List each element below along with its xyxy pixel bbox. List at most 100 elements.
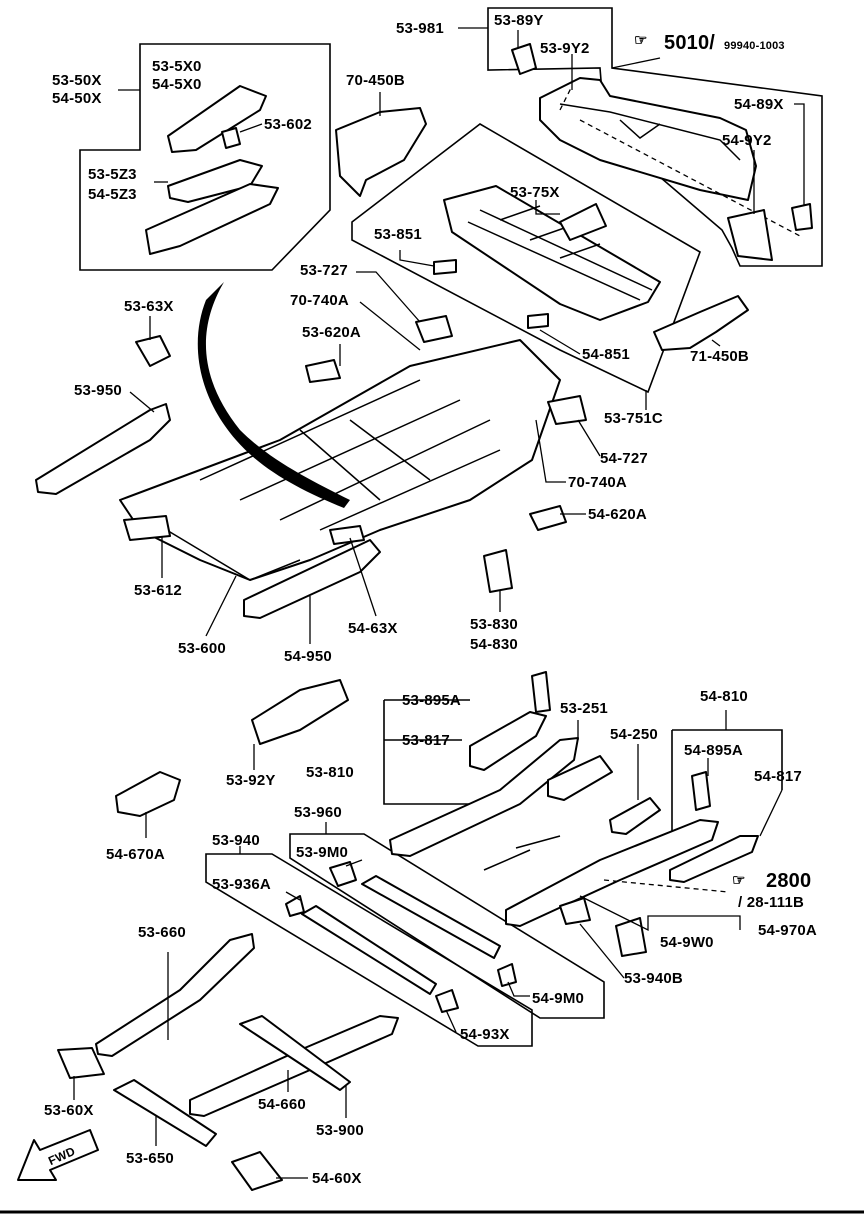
- leader-53-950: [129, 391, 155, 413]
- part-54-817: [669, 835, 759, 883]
- leader-53-602: [239, 123, 263, 133]
- label-53-5Z3: 53-5Z3: [88, 166, 137, 183]
- rail-54-810: [505, 819, 719, 927]
- part-53-650: [113, 1079, 217, 1147]
- leader-71-450B: [711, 339, 721, 347]
- part-53-940B: [559, 897, 591, 925]
- bracket-54-620A: [529, 505, 567, 531]
- bar-53-960: [361, 875, 501, 959]
- label-54-817: 54-817: [754, 768, 802, 785]
- label-54-970A: 54-970A: [758, 922, 817, 939]
- reference-5010: 5010/: [664, 32, 716, 54]
- rear-panel-detail-2: [619, 119, 661, 139]
- label-53-620A: 53-620A: [302, 324, 361, 341]
- label-53-89Y: 53-89Y: [494, 12, 544, 29]
- label-53-751C: 53-751C: [604, 410, 663, 427]
- label-53-817: 53-817: [402, 732, 450, 749]
- label-54-250: 54-250: [610, 726, 658, 743]
- group-frame-53-960: [289, 833, 605, 1019]
- label-53-9M0: 53-9M0: [296, 844, 349, 861]
- part-53-251: [547, 755, 613, 801]
- part-53-817: [469, 711, 547, 771]
- side-sill-54-950: [243, 539, 381, 619]
- leader-53-75X: [535, 200, 560, 215]
- part-54-895A: [691, 771, 711, 811]
- label-53-612: 53-612: [134, 582, 182, 599]
- leader-70-740A-bot: [535, 419, 566, 483]
- side-sill-53-950: [35, 403, 171, 495]
- part-71-450B: [653, 295, 749, 351]
- label-53-50X: 53-50X: [52, 72, 102, 89]
- hand-pointer-icon: ☞: [634, 32, 648, 49]
- label-54-830: 54-830: [470, 636, 518, 653]
- rail-54-810-detail: [483, 835, 561, 871]
- label-53-936A: 53-936A: [212, 876, 271, 893]
- hand-pointer-icon-2800: ☞: [732, 872, 746, 889]
- part-54-851: [527, 313, 549, 329]
- rail-53-660: [95, 933, 255, 1057]
- label-54-5X0: 54-5X0: [152, 76, 202, 93]
- label-53-251: 53-251: [560, 700, 608, 717]
- label-53-600: 53-600: [178, 640, 226, 657]
- label-53-63X: 53-63X: [124, 298, 174, 315]
- label-54-89X: 54-89X: [734, 96, 784, 113]
- part-54-670A: [115, 771, 181, 817]
- label-70-740A-top: 70-740A: [290, 292, 349, 309]
- group-frame-54-810: [671, 729, 783, 834]
- label-54-60X: 54-60X: [312, 1170, 362, 1187]
- bracket-54-63X: [329, 525, 365, 545]
- rail-53-810: [389, 737, 579, 857]
- floor-pan-ribs: [199, 379, 501, 531]
- part-53-936A: [285, 895, 305, 917]
- bracket-54-9Y2: [727, 209, 773, 261]
- label-53-895A: 53-895A: [402, 692, 461, 709]
- label-53-940B: 53-940B: [624, 970, 683, 987]
- label-54-9M0: 54-9M0: [532, 990, 585, 1007]
- label-54-50X: 54-50X: [52, 90, 102, 107]
- label-53-650: 53-650: [126, 1150, 174, 1167]
- rear-panel-detail: [559, 103, 741, 161]
- reference-2800-sub: / 28-111B: [738, 894, 805, 911]
- leader-53-936A: [285, 891, 301, 901]
- main-floor-pan: [119, 339, 561, 581]
- label-53-9Y2: 53-9Y2: [540, 40, 590, 57]
- group-frame-53-940: [205, 853, 533, 1047]
- label-54-950: 54-950: [284, 648, 332, 665]
- part-54-60X: [231, 1151, 283, 1191]
- part-53-895A: [531, 671, 551, 713]
- label-54-9Y2: 54-9Y2: [722, 132, 772, 149]
- bracket-53-620A: [305, 359, 341, 383]
- label-53-900: 53-900: [316, 1122, 364, 1139]
- label-53-940: 53-940: [212, 832, 260, 849]
- bar-53-940: [301, 905, 437, 995]
- group-frame-53-810: [383, 699, 490, 805]
- part-54-9W0: [615, 917, 647, 957]
- leader-54-851: [539, 329, 581, 355]
- bracket-54-727: [547, 395, 587, 425]
- label-53-960: 53-960: [294, 804, 342, 821]
- part-53-75X: [559, 203, 607, 241]
- label-70-450B: 70-450B: [346, 72, 405, 89]
- label-54-727: 54-727: [600, 450, 648, 467]
- label-53-950: 53-950: [74, 382, 122, 399]
- leader-53-727: [356, 271, 421, 323]
- label-54-895A: 54-895A: [684, 742, 743, 759]
- part-53-900: [239, 1015, 351, 1091]
- label-54-5Z3: 54-5Z3: [88, 186, 137, 203]
- label-53-602: 53-602: [264, 116, 312, 133]
- rail-54-660: [189, 1015, 399, 1117]
- leader-54-93X: [445, 1009, 457, 1033]
- leader-53-9M0: [345, 859, 363, 867]
- rear-floor-group-frame: [351, 123, 701, 394]
- label-53-5X0: 53-5X0: [152, 58, 202, 75]
- forward-arrow-icon: [17, 1129, 99, 1181]
- bracket-53-612: [123, 515, 171, 541]
- reference-2800: 2800: [766, 870, 812, 892]
- floor-pan-edge: [149, 519, 301, 581]
- assembly-arrow: [197, 282, 350, 508]
- bracket-53-89Y: [511, 43, 537, 75]
- label-54-63X: 54-63X: [348, 620, 398, 637]
- label-54-670A: 54-670A: [106, 846, 165, 863]
